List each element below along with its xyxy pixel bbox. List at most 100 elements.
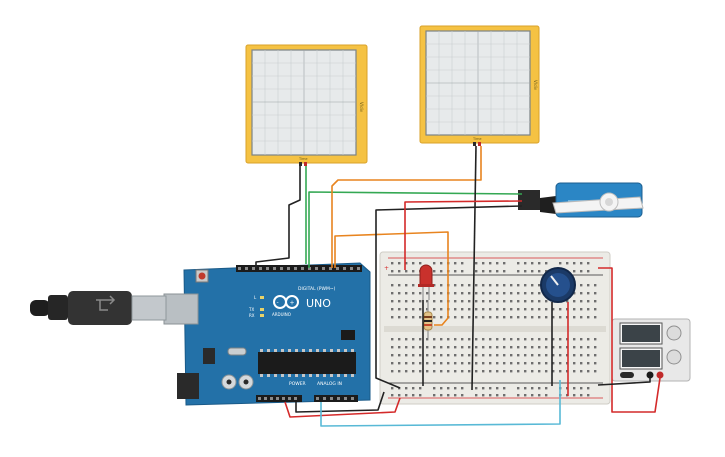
servo-connector[interactable] bbox=[518, 190, 540, 210]
breadboard-hole bbox=[482, 262, 485, 265]
microcontroller-chip bbox=[258, 352, 356, 374]
digital-pin bbox=[308, 267, 311, 270]
breadboard-hole bbox=[461, 354, 464, 357]
digital-pin bbox=[336, 267, 339, 270]
breadboard-hole bbox=[440, 292, 443, 295]
wire-red-rail-supply[interactable] bbox=[598, 267, 661, 413]
breadboard-hole bbox=[559, 362, 562, 365]
breadboard-hole bbox=[412, 270, 415, 273]
breadboard-hole bbox=[489, 308, 492, 311]
wire-red-servo-led[interactable] bbox=[404, 200, 523, 270]
breadboard-hole bbox=[531, 262, 534, 265]
breadboard-hole bbox=[587, 284, 590, 287]
breadboard-hole bbox=[475, 370, 478, 373]
arduino-uno[interactable]: DIGITAL (PWM~) - + UNO ARDUINO L TX RX bbox=[163, 262, 371, 406]
digital-header[interactable] bbox=[236, 265, 362, 272]
wire-black-supply-rail[interactable] bbox=[597, 378, 651, 386]
breadboard-hole bbox=[580, 362, 583, 365]
power-supply-terminal-positive[interactable] bbox=[656, 371, 664, 379]
breadboard-hole bbox=[405, 338, 408, 341]
breadboard-hole bbox=[510, 316, 513, 319]
breadboard-hole bbox=[531, 346, 534, 349]
breadboard-hole bbox=[482, 270, 485, 273]
breadboard-hole bbox=[510, 284, 513, 287]
analog-pin bbox=[330, 397, 333, 400]
wire-black-arduino-gnd[interactable] bbox=[295, 391, 385, 413]
breadboard-hole bbox=[461, 270, 464, 273]
breadboard-hole bbox=[405, 270, 408, 273]
led-l-label: L bbox=[254, 295, 257, 300]
breadboard-hole bbox=[461, 284, 464, 287]
breadboard-hole bbox=[552, 346, 555, 349]
breadboard-hole bbox=[419, 362, 422, 365]
usb-cable[interactable] bbox=[30, 291, 167, 325]
breadboard-hole bbox=[580, 354, 583, 357]
breadboard-hole bbox=[552, 316, 555, 319]
power-supply-switch[interactable] bbox=[620, 372, 634, 378]
potentiometer-knob-indicator bbox=[550, 275, 559, 286]
oscilloscope-1-terminal-black[interactable] bbox=[299, 162, 302, 166]
breadboard-hole bbox=[454, 394, 457, 397]
breadboard-hole bbox=[482, 308, 485, 311]
wire-black-osc1-gnd[interactable] bbox=[255, 166, 301, 268]
wire-red-5v-rail[interactable] bbox=[284, 397, 401, 418]
breadboard-hole bbox=[482, 338, 485, 341]
breadboard-hole bbox=[440, 354, 443, 357]
wire-black-osc2-gnd[interactable] bbox=[471, 145, 477, 391]
breadboard-hole bbox=[496, 370, 499, 373]
wire-green-servo-signal[interactable] bbox=[308, 191, 523, 268]
breadboard-hole bbox=[538, 284, 541, 287]
breadboard-hole bbox=[580, 346, 583, 349]
breadboard-hole bbox=[489, 362, 492, 365]
breadboard-hole bbox=[496, 262, 499, 265]
breadboard-hole bbox=[559, 262, 562, 265]
breadboard-hole bbox=[503, 300, 506, 303]
chip-pin bbox=[295, 374, 298, 377]
led[interactable] bbox=[418, 264, 434, 300]
power-pin bbox=[282, 397, 285, 400]
breadboard[interactable]: + - bbox=[379, 251, 611, 405]
digital-pin bbox=[322, 267, 325, 270]
wire-orange-pin-resistor[interactable] bbox=[334, 231, 449, 326]
breadboard-hole bbox=[545, 316, 548, 319]
breadboard-hole bbox=[412, 316, 415, 319]
breadboard-hole bbox=[538, 354, 541, 357]
chip-pin bbox=[302, 374, 305, 377]
resistor[interactable] bbox=[423, 302, 433, 338]
power-supply[interactable] bbox=[611, 318, 691, 382]
breadboard-hole bbox=[559, 346, 562, 349]
oscilloscope-2-terminal-red[interactable] bbox=[478, 142, 481, 146]
power-supply-voltage-knob[interactable] bbox=[666, 325, 682, 341]
breadboard-hole bbox=[405, 308, 408, 311]
breadboard-hole bbox=[524, 284, 527, 287]
breadboard-hole bbox=[559, 338, 562, 341]
breadboard-hole bbox=[531, 387, 534, 390]
chip-pin bbox=[302, 349, 305, 352]
breadboard-hole bbox=[398, 354, 401, 357]
analog-header[interactable] bbox=[314, 395, 358, 402]
breadboard-hole bbox=[517, 338, 520, 341]
breadboard-hole bbox=[496, 284, 499, 287]
breadboard-hole bbox=[391, 370, 394, 373]
oscilloscope-2-grid bbox=[426, 31, 530, 135]
breadboard-hole bbox=[391, 316, 394, 319]
breadboard-hole bbox=[517, 262, 520, 265]
potentiometer[interactable] bbox=[540, 267, 576, 303]
oscilloscope-1-terminal-red[interactable] bbox=[304, 162, 307, 166]
wire-black-servo-gnd[interactable] bbox=[375, 205, 523, 389]
servo-motor[interactable] bbox=[518, 182, 644, 218]
power-supply-terminal-negative[interactable] bbox=[646, 371, 654, 379]
wire-orange-osc2-pin[interactable] bbox=[331, 146, 482, 268]
oscilloscope-2[interactable]: V/div Time bbox=[419, 25, 540, 146]
oscilloscope-2-terminal-black[interactable] bbox=[473, 142, 476, 146]
digital-pin bbox=[357, 267, 360, 270]
oscilloscope-1[interactable]: V/div Time bbox=[245, 44, 368, 166]
breadboard-hole bbox=[496, 354, 499, 357]
breadboard-hole bbox=[482, 284, 485, 287]
power-supply-current-knob[interactable] bbox=[666, 349, 682, 365]
wire-cyan-a0-pot[interactable] bbox=[320, 380, 561, 427]
breadboard-hole bbox=[496, 346, 499, 349]
breadboard-hole bbox=[503, 354, 506, 357]
breadboard-hole bbox=[412, 362, 415, 365]
